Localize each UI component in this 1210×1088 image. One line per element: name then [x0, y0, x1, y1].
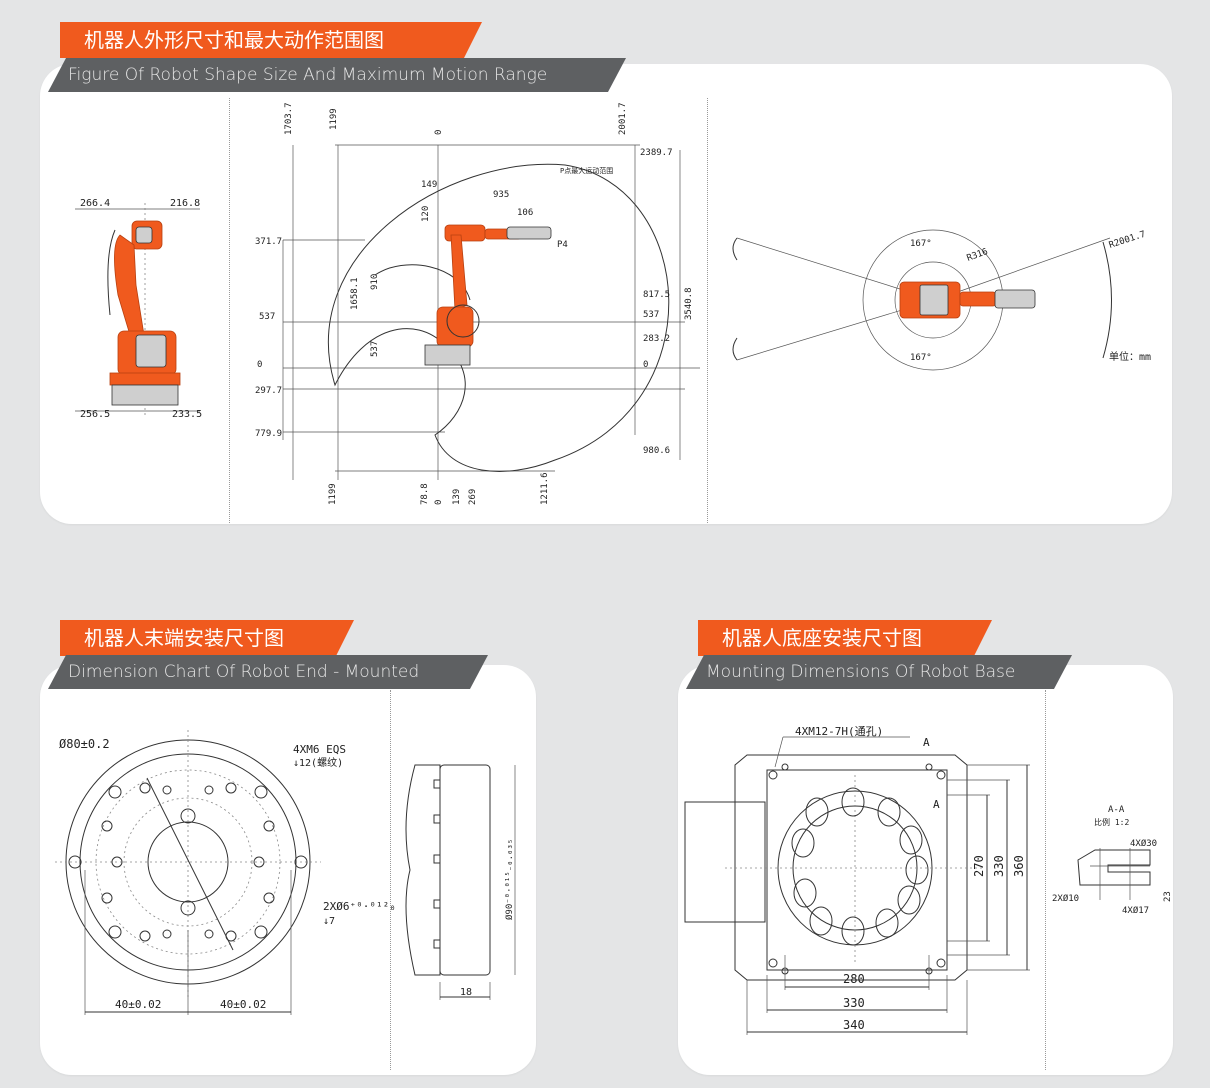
range-left-3: 0 [257, 360, 262, 370]
flange-holes-depth: ↓12(螺纹) [293, 756, 343, 769]
range-inner-5: 910 [370, 274, 380, 290]
flange-left-dim: 40±0.02 [115, 998, 161, 1011]
base-mount-drawing: 4XM12-7H(通孔) A A 280 330 340 270 330 360 [684, 725, 1030, 1035]
range-top-1: 1703.7 [284, 102, 294, 135]
flange-diameter-side: Ø90⁻⁰·⁰¹⁵₋₀.₀₃₅ [504, 839, 515, 920]
base-mount-title-en: Mounting Dimensions Of Robot Base [686, 655, 1072, 689]
section-cb30: 4XØ30 [1130, 838, 1157, 849]
range-bottom-5: 269 [468, 489, 478, 505]
range-point-label: P4 [557, 240, 568, 250]
section-cb17: 4XØ17 [1122, 905, 1149, 916]
range-right-4: 283.2 [643, 334, 670, 344]
unit-label: 单位：mm [1109, 350, 1151, 363]
base-section-mark: A [923, 736, 930, 749]
separator [1045, 690, 1046, 1070]
base-holes-label: 4XM12-7H(通孔) [795, 725, 883, 738]
range-left-2: 537 [259, 312, 275, 322]
top-title-cn: 机器人外形尺寸和最大动作范围图 [60, 22, 482, 58]
range-bottom-6: 1211.6 [540, 472, 550, 505]
base-dim-330: 330 [843, 996, 865, 1010]
base-dim-330v: 330 [992, 855, 1006, 877]
section-cb10: 2XØ10 [1052, 893, 1079, 904]
range-inner-2: 935 [493, 190, 509, 200]
flange-holes-label: 4XM6 EQS [293, 743, 346, 756]
separator [229, 98, 230, 523]
base-dim-360: 360 [1012, 855, 1026, 877]
range-right-2: 817.5 [643, 290, 670, 300]
end-flange-side-view: 18 Ø90⁻⁰·⁰¹⁵₋₀.₀₃₅ [405, 764, 516, 1000]
base-section-mark-2: A [933, 798, 940, 811]
section-cb23: 23 [1163, 891, 1173, 902]
range-left-1: 371.7 [255, 237, 282, 247]
section-aa-title: A-A [1108, 805, 1125, 815]
range-inner-6: 1658.1 [350, 277, 360, 310]
range-right-6: 980.6 [643, 446, 670, 456]
base-dim-340: 340 [843, 1018, 865, 1032]
flange-pins-depth: ↓7 [323, 916, 335, 927]
range-height-total: 3540.8 [684, 287, 694, 320]
range-inner-4: 106 [517, 208, 533, 218]
side-dim-bottom-left: 256.5 [80, 409, 110, 420]
top-radius-inner: R316 [966, 247, 990, 264]
separator [390, 690, 391, 1070]
separator [707, 98, 708, 523]
range-curve-label: P点最大运动范围 [560, 166, 613, 175]
range-right-3: 537 [643, 310, 659, 320]
end-mount-panel [40, 665, 536, 1075]
base-dim-270: 270 [972, 855, 986, 877]
end-mount-title-cn: 机器人末端安装尺寸图 [60, 620, 354, 656]
range-right-1: 2389.7 [640, 148, 673, 158]
range-top-2: 1199 [329, 108, 339, 130]
end-mount-title-en: Dimension Chart Of Robot End - Mounted [48, 655, 488, 689]
top-radius-outer: R2001.7 [1108, 230, 1147, 251]
robot-side-view: 266.4 216.8 256.5 233.5 [75, 198, 202, 420]
range-bottom-2: 78.8 [420, 483, 430, 505]
top-angle-top: 167° [910, 239, 932, 249]
range-left-4: 297.7 [255, 386, 282, 396]
top-title-en: Figure Of Robot Shape Size And Maximum M… [48, 58, 626, 92]
flange-pins-label: 2XØ6⁺⁰·⁰¹²₀ [323, 900, 396, 913]
range-inner-7: 537 [370, 341, 380, 357]
range-right-5: 0 [643, 360, 648, 370]
side-dim-top-right: 216.8 [170, 198, 200, 209]
range-bottom-1: 1199 [328, 483, 338, 505]
range-top-4: 2001.7 [618, 102, 628, 135]
end-flange-front-view: Ø80±0.2 4XM6 EQS ↓12(螺纹) 2XØ6⁺⁰·⁰¹²₀ ↓7 … [55, 730, 396, 1015]
range-inner-1: 149 [421, 180, 437, 190]
range-bottom-3: 0 [434, 500, 444, 505]
base-mount-title-cn: 机器人底座安装尺寸图 [698, 620, 992, 656]
section-aa-scale: 比例 1:2 [1094, 817, 1129, 827]
base-section-aa: A-A 比例 1:2 4XØ30 2XØ10 4XØ17 23 [1052, 805, 1173, 916]
range-top-3: 0 [434, 130, 444, 135]
flange-diameter-label: Ø80±0.2 [59, 737, 110, 751]
base-dim-280: 280 [843, 972, 865, 986]
side-dim-top-left: 266.4 [80, 198, 110, 209]
motion-range-view: 1703.7 1199 0 2001.7 1199 78.8 0 139 269… [255, 102, 700, 505]
range-left-5: 779.9 [255, 429, 282, 439]
base-mount-panel [678, 665, 1173, 1075]
range-inner-3: 120 [421, 206, 431, 222]
top-angle-bottom: 167° [910, 353, 932, 363]
robot-top-view: 167° 167° R316 R2001.7 单位：mm [732, 230, 1151, 371]
flange-thickness: 18 [460, 987, 472, 998]
range-bottom-4: 139 [452, 489, 462, 505]
side-dim-bottom-right: 233.5 [172, 409, 202, 420]
flange-right-dim: 40±0.02 [220, 998, 266, 1011]
